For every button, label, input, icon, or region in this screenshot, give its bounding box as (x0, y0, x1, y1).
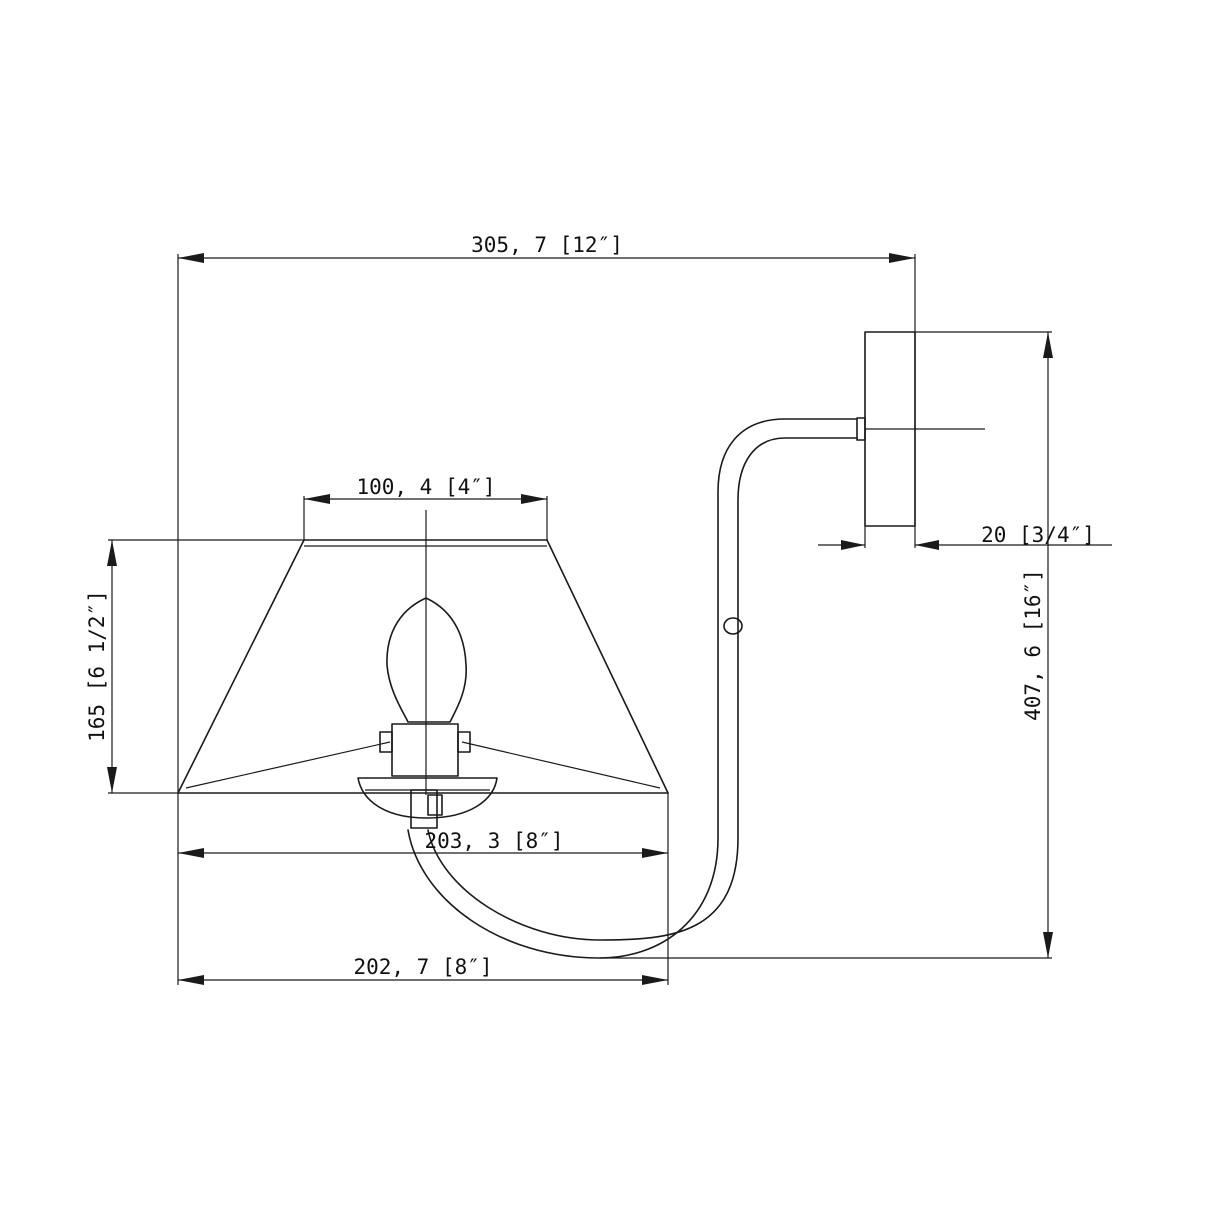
dim-label-overall-height: 407, 6 [16″] (1021, 569, 1045, 721)
sconce-arm (407, 418, 858, 959)
dim-overall-width (177, 253, 916, 793)
dim-label-overall-width: 305, 7 [12″] (471, 233, 623, 257)
dim-label-shade-top-width: 100, 4 [4″] (356, 475, 495, 499)
wall-backplate (856, 331, 985, 527)
dim-shade-bottom-inner (177, 793, 669, 985)
dim-label-shade-height: 165 [6 1/2″] (85, 590, 109, 742)
lamp-shade (177, 539, 669, 794)
dim-overall-height (600, 331, 1053, 959)
dim-shade-top-width (303, 494, 548, 795)
socket-and-cup (357, 723, 498, 829)
dim-shade-bottom-outer (178, 975, 668, 985)
dim-label-shade-bottom-outer: 202, 7 [8″] (353, 955, 492, 979)
dim-label-shade-bottom-inner: 203, 3 [8″] (424, 829, 563, 853)
dim-label-backplate-depth: 20 [3/4″] (981, 523, 1095, 547)
candle-bulb (386, 597, 467, 723)
dim-shade-height (107, 539, 304, 794)
dim-backplate-depth (818, 526, 1112, 550)
arm-knuckle (723, 617, 743, 635)
